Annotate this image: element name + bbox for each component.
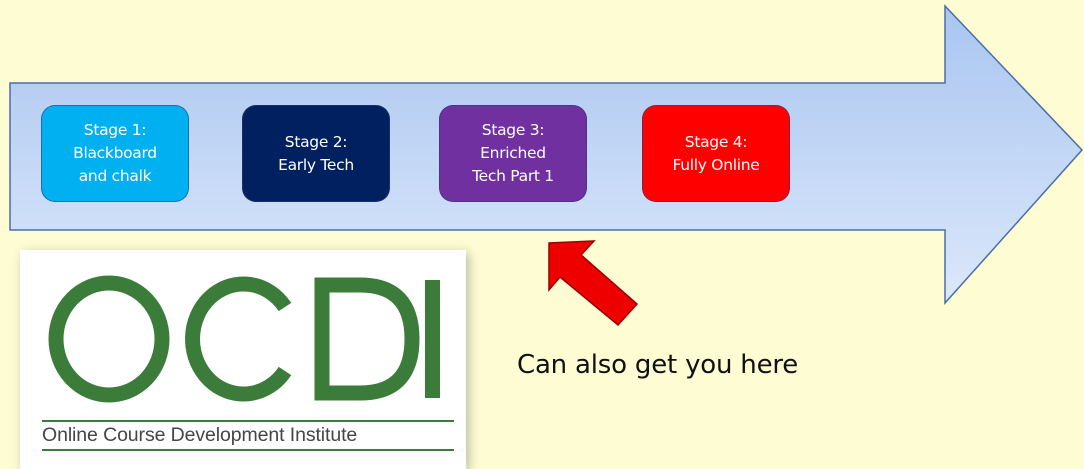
callout-text: Can also get you here: [517, 350, 799, 380]
stage-3-box: Stage 3: Enriched Tech Part 1: [439, 105, 587, 202]
stage-2-box: Stage 2: Early Tech: [242, 105, 390, 202]
ocdi-wordmark: [48, 275, 440, 403]
logo-rule-bottom: [42, 449, 454, 451]
stage-1-box: Stage 1: Blackboard and chalk: [41, 105, 189, 202]
stage-4-box: Stage 4: Fully Online: [642, 105, 790, 202]
ocdi-logo: Online Course Development Institute: [20, 250, 466, 469]
logo-subtitle: Online Course Development Institute: [42, 424, 358, 446]
logo-rule-top: [42, 420, 454, 422]
